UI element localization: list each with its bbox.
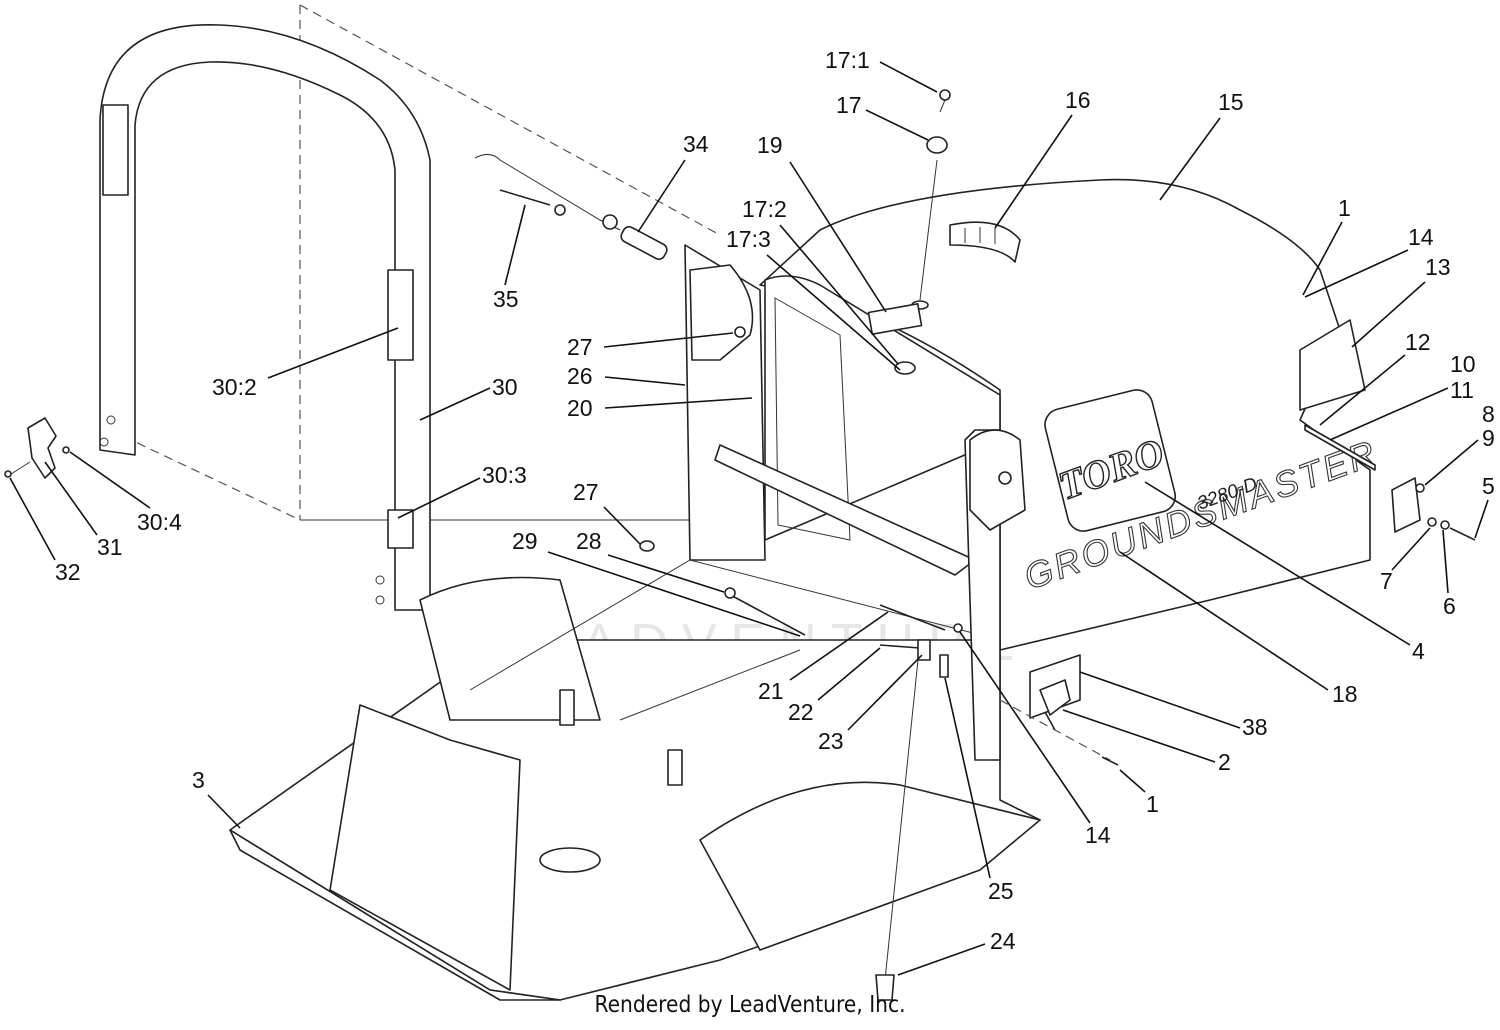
frame [229, 559, 1041, 1001]
callouts: 17:1 17 16 15 34 19 17:2 17:3 1 14 13 35 [9, 47, 1495, 976]
roll-bar [99, 24, 431, 611]
callout-23: 23 [818, 728, 844, 754]
callout-38: 38 [1242, 714, 1268, 740]
callout-13: 13 [1425, 254, 1451, 280]
callout-1-bottom: 1 [1146, 791, 1159, 817]
callout-29: 29 [512, 528, 538, 554]
callout-34: 34 [683, 131, 709, 157]
seat-frame [684, 244, 1001, 561]
callout-30-2: 30:2 [212, 374, 257, 400]
callout-11: 11 [1450, 377, 1474, 403]
seat-switch [639, 540, 963, 1001]
bracket-hardware [4, 417, 70, 479]
lock-key [911, 89, 951, 310]
callout-9: 9 [1482, 425, 1495, 451]
callout-26: 26 [567, 363, 593, 389]
callout-27-lower: 27 [573, 479, 599, 505]
callout-30: 30 [492, 374, 518, 400]
callout-32: 32 [55, 559, 81, 585]
callout-30-4: 30:4 [137, 509, 182, 535]
callout-4: 4 [1412, 638, 1425, 664]
callout-1-top: 1 [1338, 195, 1351, 221]
callout-12: 12 [1405, 329, 1431, 355]
callout-10: 10 [1450, 351, 1476, 377]
callout-17-3: 17:3 [726, 226, 771, 252]
callout-35: 35 [493, 286, 519, 312]
callout-14-top: 14 [1408, 224, 1434, 250]
pin-assembly [474, 154, 668, 261]
callout-27-upper: 27 [567, 334, 593, 360]
callout-17: 17 [836, 92, 862, 118]
callout-19: 19 [757, 132, 783, 158]
callout-17-2: 17:2 [742, 196, 787, 222]
latch-plate [999, 654, 1119, 766]
callout-17-1: 17:1 [825, 47, 870, 73]
callout-21: 21 [758, 678, 784, 704]
callout-30-3: 30:3 [482, 462, 527, 488]
callout-3: 3 [192, 767, 205, 793]
callout-15: 15 [1218, 89, 1244, 115]
hood-handle [949, 221, 1021, 263]
callout-18: 18 [1332, 681, 1358, 707]
callout-28: 28 [576, 528, 602, 554]
callout-6: 6 [1443, 593, 1456, 619]
callout-20: 20 [567, 395, 593, 421]
footer-credit: Rendered by LeadVenture, Inc. [594, 992, 906, 1018]
callout-31: 31 [97, 534, 123, 560]
callout-25: 25 [988, 878, 1014, 904]
callout-2: 2 [1218, 749, 1231, 775]
rops-plane [109, 4, 721, 521]
callout-24: 24 [990, 928, 1016, 954]
callout-16: 16 [1065, 87, 1091, 113]
hood: TORO GROUNDSMASTER 3280-D [759, 178, 1384, 651]
callout-5: 5 [1482, 473, 1495, 499]
callout-14-bottom: 14 [1085, 822, 1111, 848]
rear-bracket [1304, 424, 1476, 541]
callout-8: 8 [1482, 401, 1495, 427]
callout-7: 7 [1380, 568, 1393, 594]
callout-22: 22 [788, 699, 814, 725]
